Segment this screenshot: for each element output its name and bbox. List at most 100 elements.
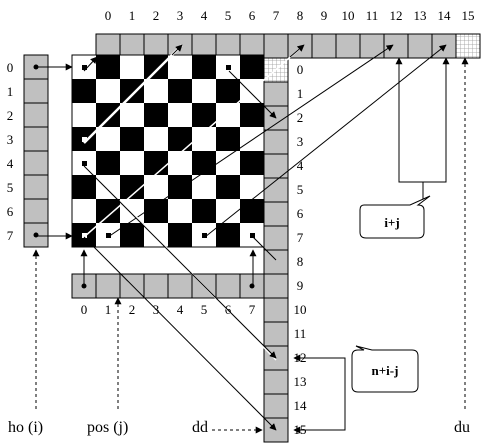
board-square (120, 223, 144, 247)
board-square (192, 103, 216, 127)
du-cell (239, 33, 265, 59)
du-index: 2 (153, 8, 160, 23)
label-ho: ho (i) (8, 419, 43, 436)
board-square (120, 151, 144, 175)
dd-cell (263, 297, 289, 323)
board-square (216, 223, 240, 247)
board-marker (82, 137, 87, 142)
board-square (144, 55, 168, 79)
du-index: 15 (462, 8, 475, 23)
board-marker (82, 233, 87, 238)
arrow-diag-up-3 (83, 44, 183, 144)
pos-index: 0 (81, 302, 88, 317)
dd-index: 6 (297, 206, 304, 221)
dd-index: 2 (297, 110, 304, 125)
du-cell (311, 33, 337, 59)
du-index: 3 (177, 8, 184, 23)
ho-cell (23, 198, 49, 224)
ho-index: 6 (7, 204, 14, 219)
dd-cell (263, 201, 289, 227)
ho-index: 5 (7, 180, 14, 195)
du-index: 0 (105, 8, 112, 23)
board-square (192, 199, 216, 223)
board-square (144, 127, 168, 151)
du-cell (359, 33, 385, 59)
board-square (96, 55, 120, 79)
dd-index: 14 (294, 398, 308, 413)
pos-index: 2 (129, 302, 136, 317)
dd-cell (263, 393, 289, 419)
du-cell (383, 33, 409, 59)
pos-dot (249, 283, 255, 289)
du-index: 14 (438, 8, 452, 23)
dd-array (263, 57, 289, 443)
pos-cell (167, 273, 193, 299)
board-square (120, 55, 144, 79)
board-square (144, 79, 168, 103)
board-square (144, 175, 168, 199)
dd-cell (263, 249, 289, 275)
board-square (168, 79, 192, 103)
board-marker (82, 161, 87, 166)
ho-index: 2 (7, 108, 14, 123)
du-cell (287, 33, 313, 59)
board-square (144, 151, 168, 175)
du-array (95, 33, 481, 59)
du-cell (407, 33, 433, 59)
ho-cell (23, 126, 49, 152)
ho-index: 0 (7, 60, 14, 75)
callout-sum: i+j (359, 195, 431, 239)
arrow-diag-up-0 (83, 56, 98, 72)
arrow-diag-down-1 (252, 236, 277, 261)
board-square (240, 55, 264, 79)
du-index: 5 (225, 8, 232, 23)
callout-diff: n+i-j (351, 345, 419, 393)
callout-sum-text: i+j (384, 215, 399, 230)
pos-array (71, 273, 265, 299)
ho-cell (23, 174, 49, 200)
board-square (192, 79, 216, 103)
board-square (120, 79, 144, 103)
ho-cell (23, 222, 49, 248)
board-square (120, 127, 144, 151)
chess-board (71, 54, 265, 248)
dd-index: 11 (294, 326, 307, 341)
board-square (96, 103, 120, 127)
board-square (96, 151, 120, 175)
ho-cell (23, 78, 49, 104)
pos-cell (143, 273, 169, 299)
board-square (96, 175, 120, 199)
board-marker (82, 65, 87, 70)
board-square (192, 151, 216, 175)
dd-index: 8 (297, 254, 304, 269)
du-index: 12 (390, 8, 403, 23)
ho-cell (23, 150, 49, 176)
ho-dot (33, 232, 39, 238)
arrow-diag-up-3-head (171, 44, 183, 56)
board-square (72, 79, 96, 103)
dd-cell (263, 225, 289, 251)
ho-index: 3 (7, 132, 14, 147)
board-square (144, 223, 168, 247)
du-index: 13 (414, 8, 427, 23)
board-marker (106, 233, 111, 238)
dd-index: 13 (294, 374, 307, 389)
du-index: 4 (201, 8, 208, 23)
board-square (216, 127, 240, 151)
du-cell (335, 33, 361, 59)
pos-cell (215, 273, 241, 299)
board-square (240, 127, 264, 151)
dd-index: 5 (297, 182, 304, 197)
bracket-diff (295, 357, 346, 431)
board-square (216, 79, 240, 103)
du-cell (119, 33, 145, 59)
board-square (240, 151, 264, 175)
dd-cell (263, 81, 289, 107)
dd-index: 4 (297, 158, 304, 173)
du-cell (263, 33, 289, 59)
board-square (168, 223, 192, 247)
dd-cell (263, 129, 289, 155)
ho-index: 7 (7, 228, 14, 243)
ho-index: 1 (7, 84, 14, 99)
